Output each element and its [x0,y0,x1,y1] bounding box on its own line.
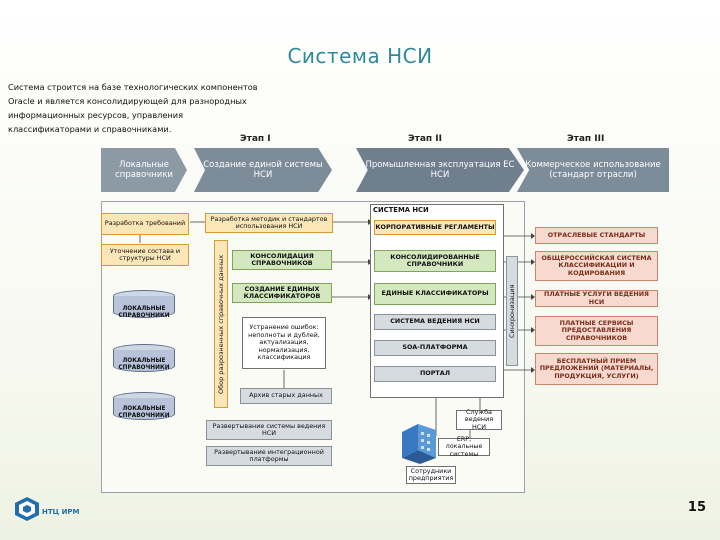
intro-text: Система строится на базе технологических… [8,80,298,136]
stage-1-label: Этап I [240,134,271,144]
box-free-proposals: БЕСПЛАТНЫЙ ПРИЕМ ПРЕДЛОЖЕНИЙ (МАТЕРИАЛЫ,… [535,353,658,385]
arrow-local-references: Локальные справочники [101,148,187,192]
box-industry-standards: ОТРАСЛЕВЫЕ СТАНДАРТЫ [535,227,658,244]
page-number: 15 [687,500,706,515]
box-paid-reference-services: ПЛАТНЫЕ СЕРВИСЫ ПРЕДОСТАВЛЕНИЯ СПРАВОЧНИ… [535,316,658,346]
database-label: ЛОКАЛЬНЫЕ СПРАВОЧНИКИ [118,358,170,371]
database-icon [113,344,175,376]
vertical-collection-label: Обор разрозненных справочных данных [214,240,228,408]
box-requirements: Разработка требований [101,213,189,235]
box-corporate-regulations: КОРПОРАТИВНЫЕ РЕГЛАМЕНТЫ [374,220,496,235]
arrow-industrial-operation: Промышленная эксплуатация ЕС НСИ [356,148,524,192]
database-label: ЛОКАЛЬНЫЕ СПРАВОЧНИКИ [118,406,170,419]
box-all-russia-classification: ОБЩЕРОССИЙСКАЯ СИСТЕМА КЛАССИФИКАЦИИ И К… [535,251,658,281]
intro-line: информационных ресурсов, управления [8,110,184,120]
intro-line: Система строится на базе технологических… [8,82,258,92]
company-logo-icon [15,497,39,521]
system-nsi-title: СИСТЕМА НСИ [373,206,429,214]
database-icon [113,392,175,424]
box-employees: Сотрудники предприятия [406,466,456,484]
arrow-commercial-use: Коммерческое использование (стандарт отр… [517,148,669,192]
database-label: ЛОКАЛЬНЫЕ СПРАВОЧНИКИ [118,306,170,319]
building-icon [402,424,436,464]
intro-line: Oracle и является консолидирующей для ра… [8,96,247,106]
box-unified-classifiers: ЕДИНЫЕ КЛАССИФИКАТОРЫ [374,283,496,305]
box-create-classifiers: СОЗДАНИЕ ЕДИНЫХ КЛАССИФИКАТОРОВ [232,283,332,303]
box-methods-standards: Разработка методик и стандартов использо… [205,213,333,233]
box-consolidation: КОНСОЛИДАЦИЯ СПРАВОЧНИКОВ [232,250,332,270]
box-erp: ERP, локальные системы [438,435,490,458]
box-deploy-system: Развертывание системы ведения НСИ [206,420,332,440]
vertical-sync-label: Синхронизация [506,256,518,366]
box-archive: Архив старых данных [240,388,332,404]
box-paid-services-nsi: ПЛАТНЫЕ УСЛУГИ ВЕДЕНИЯ НСИ [535,290,658,307]
box-soa-platform: SOA-ПЛАТФОРМА [374,340,496,356]
page-title: Система НСИ [287,44,433,68]
box-nsi-maintenance: СИСТЕМА ВЕДЕНИЯ НСИ [374,314,496,330]
logo-text: НТЦ ИРМ [42,508,80,516]
box-portal: ПОРТАЛ [374,366,496,382]
stage-3-label: Этап III [567,134,605,144]
stage-2-label: Этап II [408,134,442,144]
box-error-fixing: Устранение ошибок: неполноты и дублей, а… [242,317,326,369]
database-icon [113,290,175,322]
box-clarify-structure: Уточнение состава и структуры НСИ [101,244,189,266]
intro-line: классификаторами и справочниками. [8,124,172,134]
box-deploy-integration: Развертывание интеграционной платформы [206,446,332,466]
box-consolidated-references: КОНСОЛИДИРОВАННЫЕ СПРАВОЧНИКИ [374,250,496,272]
box-service: Служба ведения НСИ [456,408,502,431]
arrow-create-system: Создание единой системы НСИ [194,148,332,192]
